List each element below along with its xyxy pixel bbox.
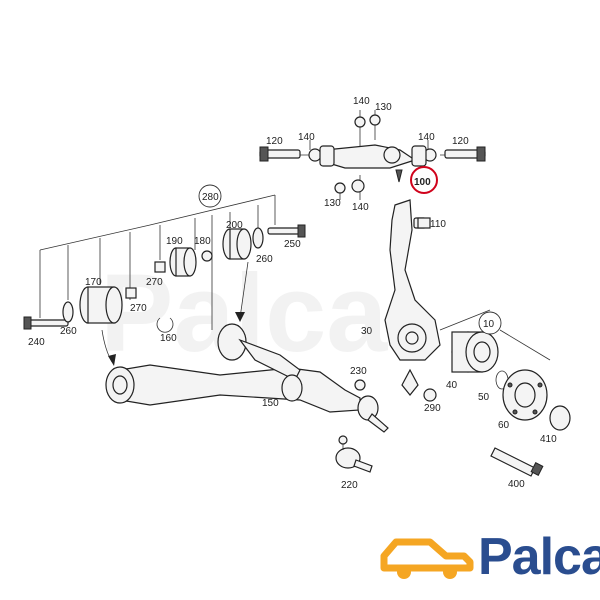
logo-text: Palca bbox=[478, 528, 600, 586]
palca-logo: Palca bbox=[378, 526, 600, 588]
callout-50: 50 bbox=[478, 392, 490, 403]
callout-270-bottom: 270 bbox=[130, 303, 147, 314]
callout-110: 110 bbox=[430, 219, 446, 230]
callout-140-top: 140 bbox=[353, 96, 370, 107]
callout-150: 150 bbox=[262, 398, 279, 409]
callout-270-top: 270 bbox=[146, 277, 163, 288]
wheel-bearing-group bbox=[417, 217, 571, 477]
upper-control-arm-group bbox=[259, 110, 486, 200]
callout-120-left: 120 bbox=[266, 136, 283, 147]
callout-400: 400 bbox=[508, 479, 525, 490]
ball-joint-220 bbox=[335, 435, 373, 473]
callout-190: 190 bbox=[166, 236, 183, 247]
callout-labels: 10 30 40 50 60 100 110 120 120 130 130 1… bbox=[28, 96, 557, 491]
callout-120-right: 120 bbox=[452, 136, 469, 147]
callout-130-top: 130 bbox=[375, 102, 392, 113]
callout-260-right: 260 bbox=[256, 254, 273, 265]
callout-160: 160 bbox=[160, 333, 177, 344]
highlight-ring-100 bbox=[410, 166, 438, 194]
callout-410: 410 bbox=[540, 434, 557, 445]
callout-240: 240 bbox=[28, 337, 45, 348]
callout-140-right: 140 bbox=[418, 132, 435, 143]
callout-140-left: 140 bbox=[298, 132, 315, 143]
callout-60: 60 bbox=[498, 420, 510, 431]
lower-control-arm bbox=[105, 323, 389, 433]
callout-10: 10 bbox=[483, 319, 495, 330]
callout-250: 250 bbox=[284, 239, 301, 250]
steering-knuckle bbox=[384, 199, 441, 396]
callout-290: 290 bbox=[424, 403, 441, 414]
callout-230: 230 bbox=[350, 366, 367, 377]
car-icon bbox=[380, 538, 474, 579]
callout-140-bottom: 140 bbox=[352, 202, 369, 213]
callout-220: 220 bbox=[341, 480, 358, 491]
callout-180: 180 bbox=[194, 236, 211, 247]
callout-100: 100 bbox=[414, 177, 431, 188]
callout-130-bottom: 130 bbox=[324, 198, 341, 209]
bushing-group-280 bbox=[23, 194, 306, 366]
callout-170: 170 bbox=[85, 277, 102, 288]
callout-30: 30 bbox=[361, 326, 373, 337]
callout-280: 280 bbox=[202, 192, 219, 203]
callout-260-left: 260 bbox=[60, 326, 77, 337]
callout-40: 40 bbox=[446, 380, 458, 391]
callout-200: 200 bbox=[226, 220, 243, 231]
